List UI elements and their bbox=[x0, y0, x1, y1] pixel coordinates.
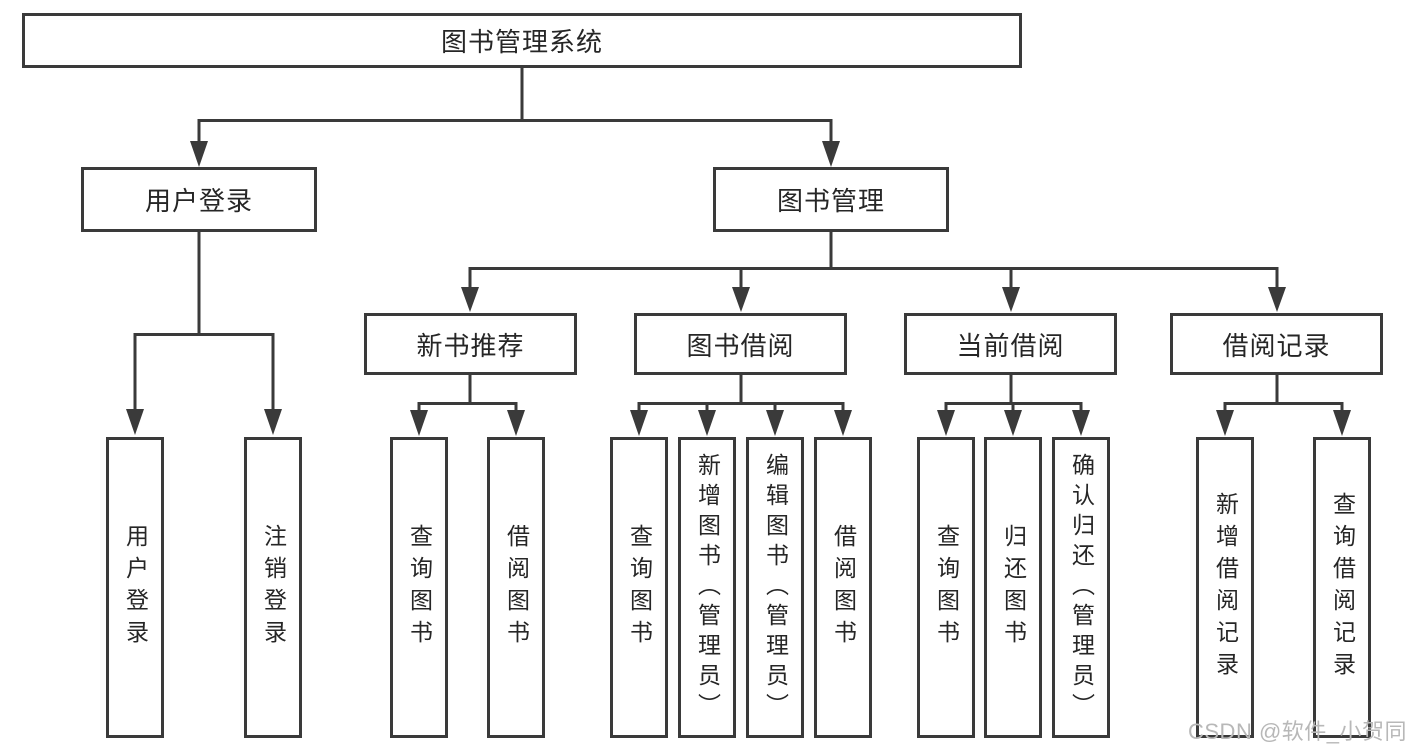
node-query-books-leaf-1: 查询图书 bbox=[390, 437, 448, 738]
node-book-management: 图书管理 bbox=[713, 167, 949, 232]
node-query-books-leaf-3-label: 查询图书 bbox=[933, 523, 960, 652]
node-add-borrow-record-leaf: 新增借阅记录 bbox=[1196, 437, 1254, 738]
node-edit-books-admin-leaf: 编辑图书（管理员） bbox=[746, 437, 804, 738]
node-user-login-leaf-label: 用户登录 bbox=[122, 523, 149, 652]
node-query-books-leaf-2: 查询图书 bbox=[610, 437, 668, 738]
node-book-borrowing: 图书借阅 bbox=[634, 313, 847, 375]
node-borrow-books-leaf-1: 借阅图书 bbox=[487, 437, 545, 738]
node-borrow-books-leaf-1-label: 借阅图书 bbox=[503, 523, 530, 652]
watermark-csdn: CSDN @软件_小贺同学 bbox=[1188, 719, 1405, 744]
node-borrowing-records: 借阅记录 bbox=[1170, 313, 1383, 375]
node-query-books-leaf-1-label: 查询图书 bbox=[406, 523, 433, 652]
node-confirm-return-admin-leaf: 确认归还（管理员） bbox=[1052, 437, 1110, 738]
node-logout-leaf: 注销登录 bbox=[244, 437, 302, 738]
arrowheads bbox=[126, 141, 1351, 436]
node-book-management-system: 图书管理系统 bbox=[22, 13, 1022, 68]
node-query-borrow-record-leaf: 查询借阅记录 bbox=[1313, 437, 1371, 738]
node-query-books-leaf-3: 查询图书 bbox=[917, 437, 975, 738]
node-add-borrow-record-leaf-label: 新增借阅记录 bbox=[1212, 491, 1239, 684]
node-confirm-return-admin-leaf-label: 确认归还（管理员） bbox=[1068, 452, 1095, 723]
node-logout-leaf-label: 注销登录 bbox=[260, 523, 287, 652]
node-query-books-leaf-2-label: 查询图书 bbox=[626, 523, 653, 652]
node-return-books-leaf-label: 归还图书 bbox=[1000, 523, 1027, 652]
node-user-login-leaf: 用户登录 bbox=[106, 437, 164, 738]
node-edit-books-admin-leaf-label: 编辑图书（管理员） bbox=[762, 452, 789, 723]
node-borrow-books-leaf-2: 借阅图书 bbox=[814, 437, 872, 738]
node-add-books-admin-leaf-label: 新增图书（管理员） bbox=[694, 452, 721, 723]
node-user-login: 用户登录 bbox=[81, 167, 317, 232]
node-return-books-leaf: 归还图书 bbox=[984, 437, 1042, 738]
node-borrow-books-leaf-2-label: 借阅图书 bbox=[830, 523, 857, 652]
node-add-books-admin-leaf: 新增图书（管理员） bbox=[678, 437, 736, 738]
connector-shafts bbox=[133, 68, 1344, 415]
node-new-book-recommend: 新书推荐 bbox=[364, 313, 577, 375]
node-query-borrow-record-leaf-label: 查询借阅记录 bbox=[1329, 491, 1356, 684]
node-current-borrowing: 当前借阅 bbox=[904, 313, 1117, 375]
